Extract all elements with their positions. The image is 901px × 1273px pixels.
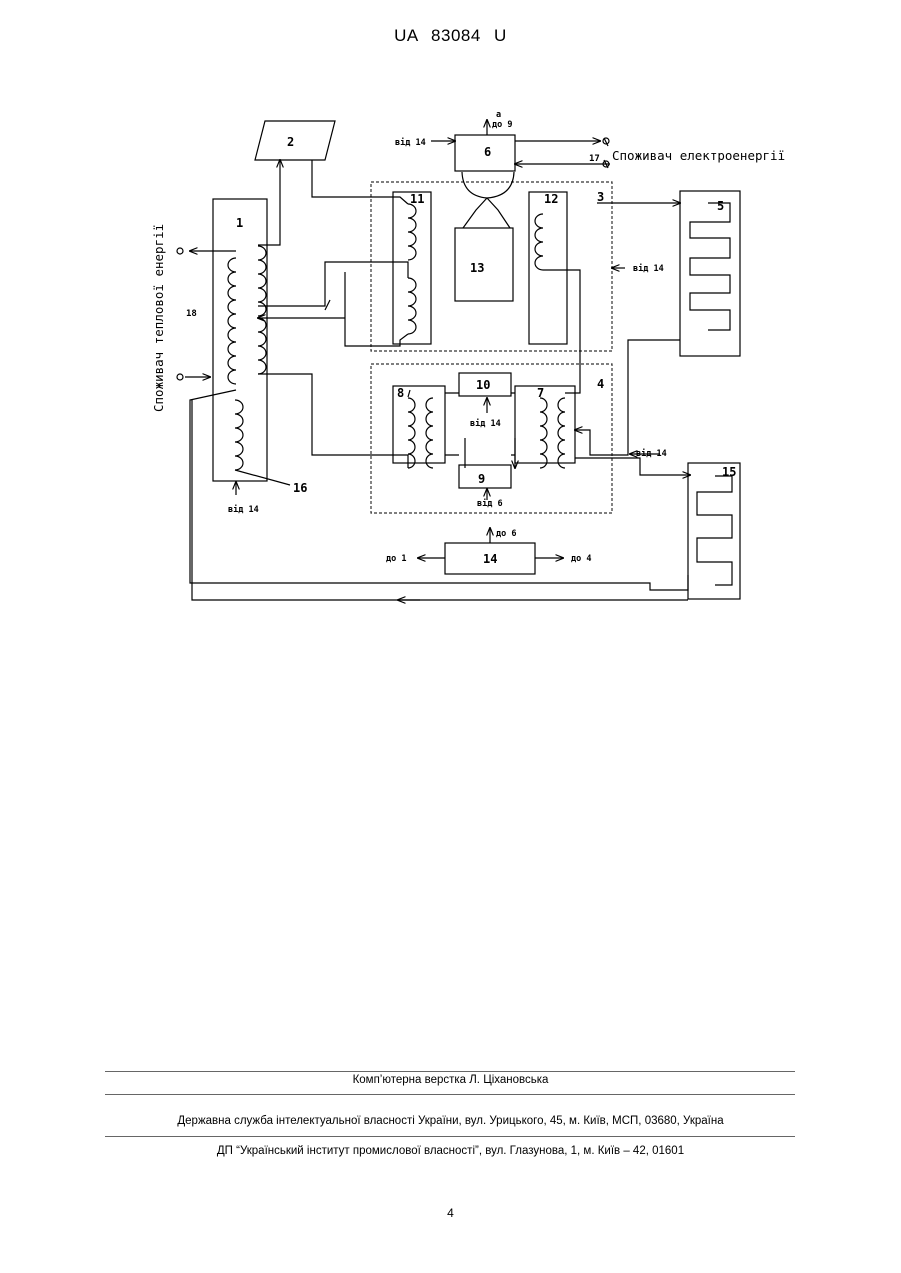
- coil-12: [535, 214, 543, 270]
- block-1: [213, 199, 267, 481]
- label-thermal-consumer: Споживач теплової енергії: [151, 224, 166, 412]
- label-vid-14-block1: від 14: [228, 504, 259, 515]
- block-5: [680, 191, 740, 356]
- label-number-5: 5: [717, 199, 724, 213]
- coil-1-right-lower: [258, 318, 266, 374]
- label-do-6: до 6: [496, 529, 516, 539]
- schematic-diagram: 1 2 3 4 5 6 7 8 9 10 11 12 13 14 15 16 1…: [0, 0, 901, 700]
- label-number-13: 13: [470, 261, 484, 275]
- label-number-4: 4: [597, 377, 604, 391]
- coil-8-right: [426, 398, 433, 468]
- label-number-6: 6: [484, 145, 491, 159]
- label-number-12: 12: [544, 192, 558, 206]
- label-number-3: 3: [597, 190, 604, 204]
- label-vid-14-right-lower: від 14: [636, 448, 667, 459]
- label-number-17: 17: [589, 154, 600, 164]
- label-number-7: 7: [537, 386, 544, 400]
- label-number-2: 2: [287, 135, 294, 149]
- label-number-1: 1: [236, 216, 243, 230]
- turbine-element: [462, 172, 514, 198]
- label-do-1: до 1: [386, 554, 406, 564]
- block-2: [255, 121, 335, 160]
- footer-layout-credit: Комп’ютерна верстка Л. Ціхановська: [0, 1074, 901, 1086]
- coil-7-left: [540, 398, 547, 468]
- coil-11-upper: [408, 204, 416, 260]
- label-vid-6: від 6: [477, 498, 503, 509]
- label-number-10: 10: [476, 378, 490, 392]
- label-number-14: 14: [483, 552, 497, 566]
- label-vid-14-right-upper: від 14: [633, 263, 664, 274]
- footer-agency: Державна служба інтелектуальної власност…: [0, 1115, 901, 1127]
- footer-rule-bottom: [105, 1136, 795, 1137]
- coil-16: [235, 400, 243, 470]
- footer-publisher: ДП “Український інститут промислової вла…: [0, 1145, 901, 1157]
- label-number-16: 16: [293, 481, 307, 495]
- label-number-18: 18: [186, 309, 197, 319]
- label-number-9: 9: [478, 472, 485, 486]
- label-number-15: 15: [722, 465, 736, 479]
- block-12: [529, 192, 567, 344]
- coil-11-lower: [408, 278, 416, 334]
- label-do-9: до 9: [492, 120, 512, 130]
- page-number: 4: [0, 1206, 901, 1220]
- coil-8-left: [408, 398, 415, 468]
- coil-1-left: [228, 258, 236, 384]
- label-number-8: 8: [397, 386, 404, 400]
- footer-rule-middle: [105, 1094, 795, 1095]
- label-vid-14-block6: від 14: [395, 137, 426, 148]
- label-do-4: до 4: [571, 554, 591, 564]
- coil-7-right: [558, 398, 565, 468]
- label-a-mark: а: [496, 110, 501, 120]
- label-electric-consumer: Споживач електроенергії: [612, 148, 785, 163]
- label-vid-14-center: від 14: [470, 418, 501, 429]
- enclosure-3: [371, 182, 612, 351]
- footer-rule-top: [105, 1071, 795, 1072]
- label-number-11: 11: [410, 192, 424, 206]
